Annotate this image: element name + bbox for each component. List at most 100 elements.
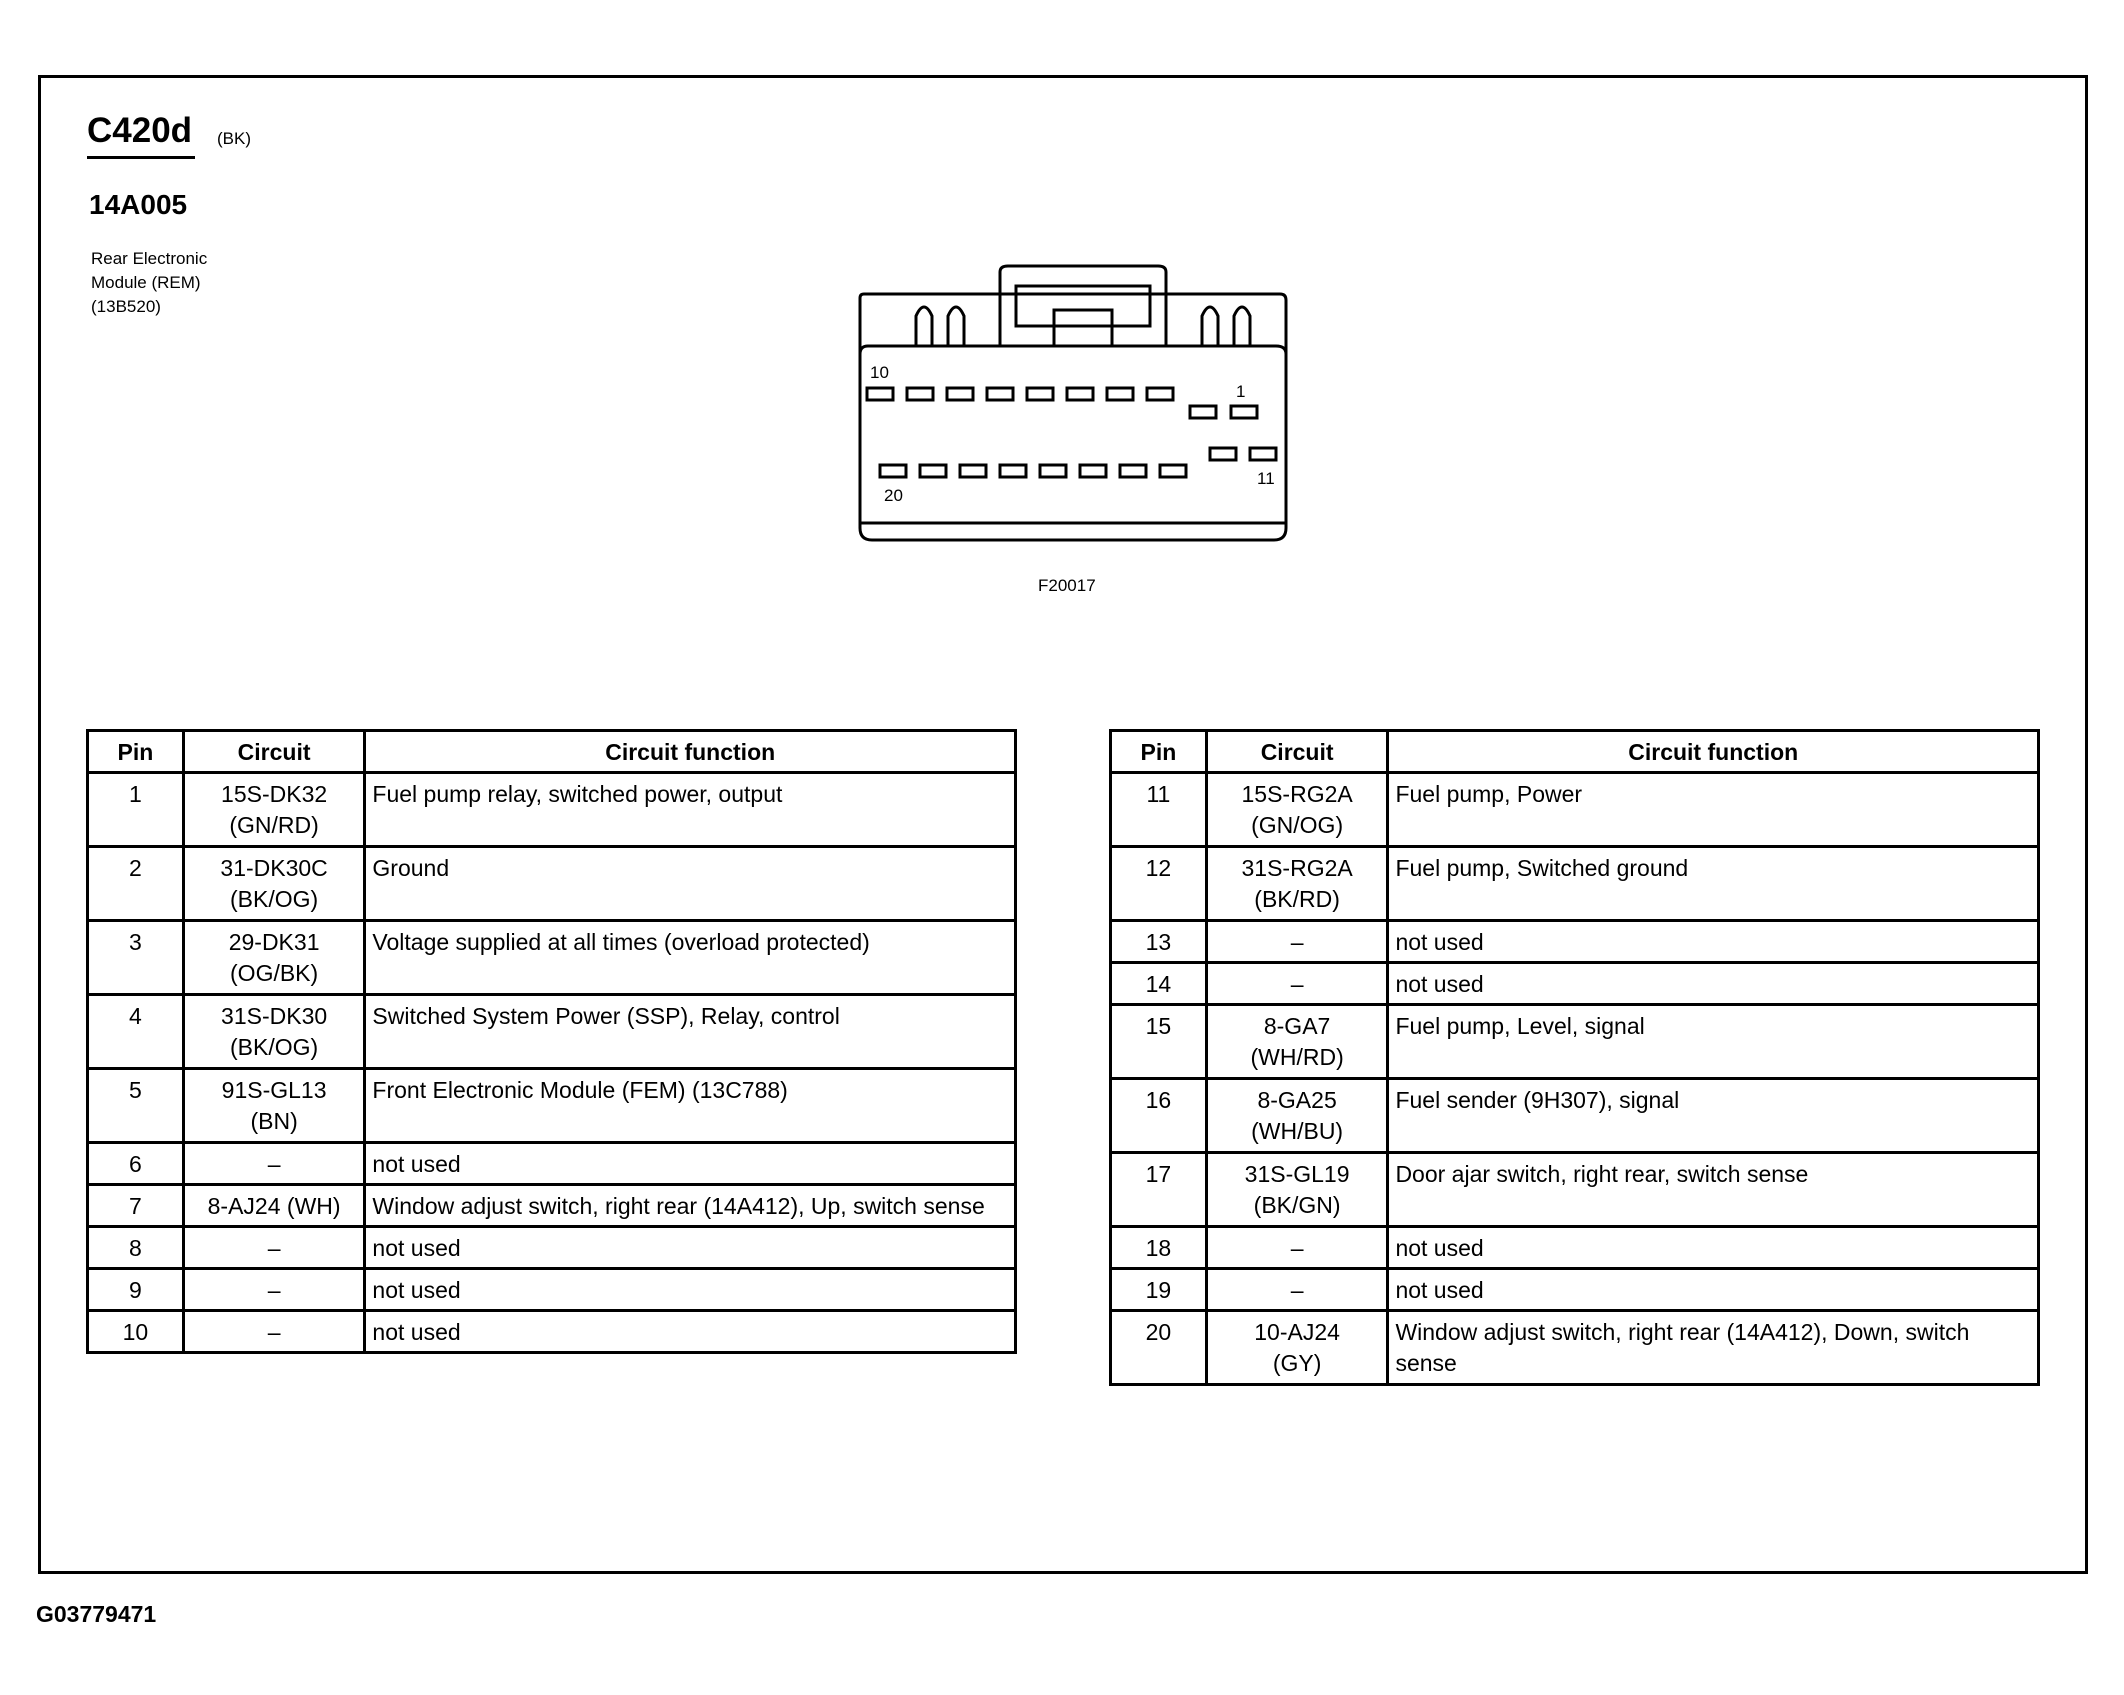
diagram-frame — [38, 75, 2088, 1574]
image-code: G03779471 — [36, 1601, 157, 1627]
circuit-cell: – — [1204, 1267, 1390, 1312]
circuit-text: 31S-GL19 — [1244, 1161, 1350, 1187]
pin-cavity-15 — [1078, 463, 1108, 479]
connector-latch-window — [1014, 284, 1152, 328]
pin-number: 8 — [86, 1225, 185, 1270]
circuit-text: (GN/OG) — [1251, 812, 1344, 838]
pin-cavity-6 — [1025, 386, 1055, 402]
circuit-text: 8-GA25 — [1257, 1087, 1337, 1113]
circuit-cell: 31S-GL19(BK/GN) — [1204, 1151, 1390, 1228]
pin-number: 2 — [86, 845, 185, 922]
pin-label-11: 11 — [1257, 469, 1275, 488]
module-description: Rear Electronic Module (REM) (13B520) — [91, 247, 207, 319]
table-header-row: Pin Circuit Circuit function — [86, 729, 1017, 774]
circuit-text: 8-GA7 — [1263, 1013, 1331, 1039]
pin-number: 11 — [1109, 771, 1208, 848]
pin-number: 19 — [1109, 1267, 1208, 1312]
pin-table-right: Pin Circuit Circuit function 11 15S-RG2A (… — [1109, 729, 2040, 1386]
pin-cavity-13 — [1158, 463, 1188, 479]
circuit-text: (BK/OG) — [230, 886, 319, 912]
pin-cavity-19 — [918, 463, 948, 479]
pin-label-10: 10 — [870, 363, 889, 382]
connector-id-underline — [87, 156, 195, 159]
circuit-text: 31S-DK30 — [221, 1003, 328, 1029]
circuit-cell: 29-DK31(OG/BK) — [181, 919, 367, 996]
circuit-text: – — [1290, 929, 1304, 955]
circuit-text: 91S-GL13 — [221, 1077, 327, 1103]
circuit-text: (BK/RD) — [1254, 886, 1340, 912]
circuit-cell: 31S-DK30 (BK/OG) — [181, 993, 367, 1070]
circuit-function: not used — [363, 1267, 1017, 1312]
circuit-function: Door ajar switch, right rear, switch sen… — [1386, 1151, 2040, 1228]
circuit-function: Window adjust switch, right rear (14A412… — [1386, 1309, 2040, 1386]
pin-number: 12 — [1109, 845, 1208, 922]
circuit-cell: 31-DK30C (BK/OG) — [181, 845, 367, 922]
circuit-text: 15S-RG2A — [1241, 781, 1353, 807]
pin-number: 10 — [86, 1309, 185, 1354]
pin-number: 15 — [1109, 1003, 1208, 1080]
module-description-line: (13B520) — [91, 297, 161, 316]
header-pin: Pin — [86, 729, 185, 774]
header-pin: Pin — [1109, 729, 1208, 774]
part-number: 14A005 — [89, 189, 188, 220]
pin-cavity-7 — [985, 386, 1015, 402]
circuit-cell: – — [181, 1225, 367, 1270]
circuit-cell: – — [1204, 919, 1390, 964]
table-row: 14 – not used — [1109, 961, 2040, 1006]
circuit-text: (WH/BU) — [1251, 1118, 1344, 1144]
pin-number: 18 — [1109, 1225, 1208, 1270]
table-row: 9–not used — [86, 1267, 1017, 1312]
circuit-cell: 8-GA7(WH/RD) — [1204, 1003, 1390, 1080]
pin-cavity-16 — [1038, 463, 1068, 479]
circuit-cell: – — [181, 1267, 367, 1312]
connector-rib — [1232, 305, 1252, 346]
circuit-text: (BK/OG) — [230, 1034, 319, 1060]
circuit-text: 31-DK30C — [220, 855, 328, 881]
circuit-cell: 31S-RG2A (BK/RD) — [1204, 845, 1390, 922]
circuit-text: (OG/BK) — [230, 960, 319, 986]
circuit-text: – — [1290, 971, 1304, 997]
header-circuit-function: Circuit function — [1386, 729, 2040, 774]
pin-cavity-5 — [1065, 386, 1095, 402]
connector-face-drawing: 10 1 20 11 — [858, 264, 1288, 542]
table-row: 19–not used — [1109, 1267, 2040, 1312]
pin-label-20: 20 — [884, 486, 903, 505]
circuit-function: Fuel pump, Level, signal — [1386, 1003, 2040, 1080]
circuit-cell: 10-AJ24(GY) — [1204, 1309, 1390, 1386]
pin-cavity-18 — [958, 463, 988, 479]
circuit-text: 15S-DK32 — [221, 781, 328, 807]
circuit-text: – — [267, 1151, 281, 1177]
pin-cavity-14 — [1118, 463, 1148, 479]
connector-body — [858, 292, 1288, 542]
pin-number: 14 — [1109, 961, 1208, 1006]
circuit-function: not used — [1386, 1225, 2040, 1270]
circuit-text: 31S-RG2A — [1241, 855, 1353, 881]
pin-number: 16 — [1109, 1077, 1208, 1154]
circuit-function: Fuel pump, Power — [1386, 771, 2040, 848]
table-row: 13–not used — [1109, 919, 2040, 964]
circuit-function: Window adjust switch, right rear (14A412… — [363, 1183, 1017, 1228]
pin-number: 20 — [1109, 1309, 1208, 1386]
table-header-row: Pin Circuit Circuit function — [1109, 729, 2040, 774]
circuit-function: Switched System Power (SSP), Relay, cont… — [363, 993, 1017, 1070]
pin-number: 1 — [86, 771, 185, 848]
connector-color: (BK) — [217, 129, 251, 148]
pin-label-1: 1 — [1236, 382, 1245, 401]
table-row: 10–not used — [86, 1309, 1017, 1354]
pin-cavity-1 — [1229, 404, 1259, 420]
circuit-cell: – — [1204, 961, 1390, 1006]
pin-cavity-17 — [998, 463, 1028, 479]
circuit-function: not used — [363, 1309, 1017, 1354]
circuit-function: not used — [1386, 961, 2040, 1006]
pin-number: 17 — [1109, 1151, 1208, 1228]
pin-number: 7 — [86, 1183, 185, 1228]
circuit-text: (GY) — [1272, 1350, 1322, 1376]
